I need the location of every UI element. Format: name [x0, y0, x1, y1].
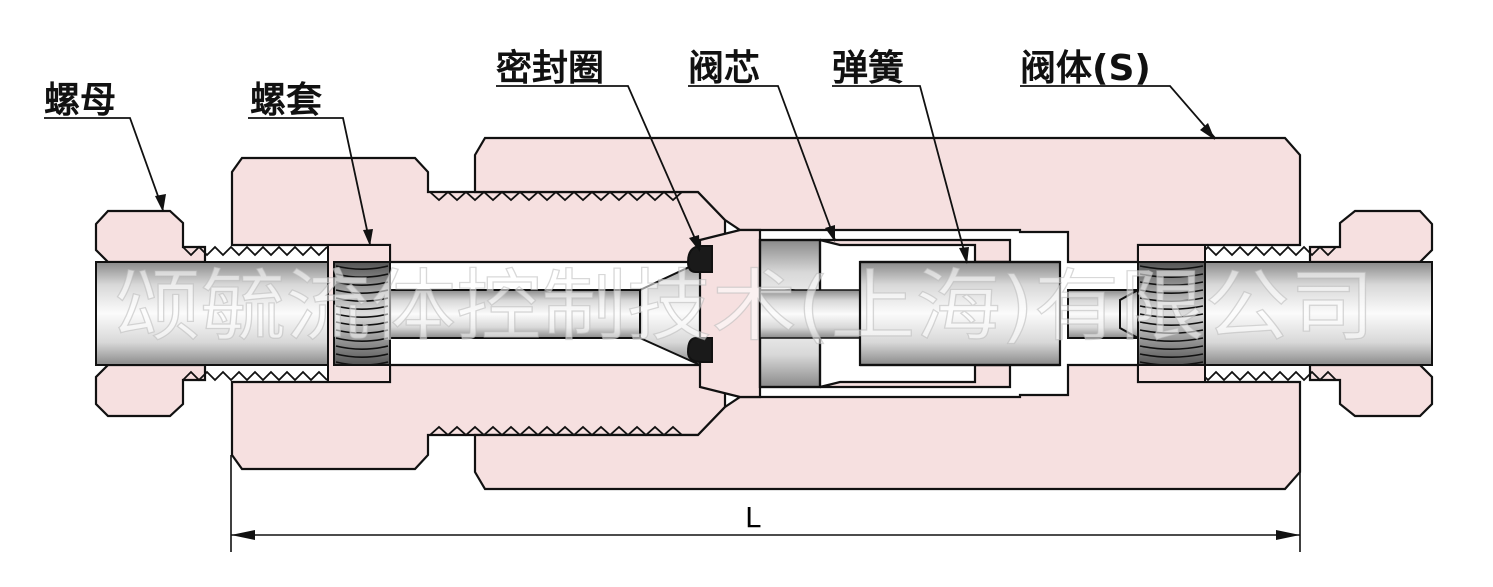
label-nut: 螺母	[44, 80, 116, 121]
spring	[858, 260, 1062, 367]
right-sleeve	[1119, 244, 1206, 383]
body-thread-bottom	[429, 425, 683, 437]
right-sleeve-thread-line	[1139, 273, 1204, 278]
left-sleeve-thread-line	[335, 305, 389, 310]
label-valve-body: 阀体(S)	[1020, 48, 1151, 89]
right-sleeve-thread-line	[1139, 313, 1204, 318]
left-sleeve-thread-line	[335, 273, 389, 278]
left-sleeve-thread-line	[335, 297, 389, 302]
label-spring: 弹簧	[832, 48, 904, 89]
label-valve-core: 阀芯	[688, 48, 760, 89]
body-thread-top	[429, 190, 683, 202]
dimension-label-l: L	[745, 501, 761, 534]
left-nut	[94, 209, 207, 418]
left-sleeve-thread-line	[335, 281, 389, 286]
left-nut-thread-top	[182, 245, 328, 257]
right-sleeve-thread-line	[1139, 297, 1204, 302]
dimension-length	[230, 455, 1301, 552]
left-sleeve-thread-line	[335, 313, 389, 318]
left-sleeve-thread-line	[335, 289, 389, 294]
right-sleeve-thread-line	[1139, 353, 1204, 358]
right-sleeve-thread-line	[1139, 289, 1204, 294]
valve-core	[698, 228, 1012, 399]
leader-arrowheads	[155, 123, 1215, 264]
left-sleeve-thread-line	[335, 345, 389, 350]
leader-lines	[44, 85, 1216, 263]
right-sleeve-thread-line	[1139, 337, 1204, 342]
right-sleeve-thread-line	[1139, 265, 1204, 270]
valve-body	[473, 136, 1302, 491]
label-seal-ring: 密封圈	[496, 47, 604, 89]
left-sleeve-thread-line	[335, 353, 389, 358]
left-sleeve-thread-line	[335, 321, 389, 326]
right-sleeve-thread-line	[1139, 345, 1204, 350]
right-sleeve-thread-line	[1139, 305, 1204, 310]
right-sleeve-thread-line	[1139, 361, 1204, 366]
company-watermark: 颂毓流体控制技术(上海)有限公司	[115, 262, 1375, 352]
left-sleeve-thread-line	[335, 329, 389, 334]
right-nut	[1308, 209, 1434, 418]
left-nut-thread-bottom	[182, 370, 328, 382]
left-sleeve-thread-line	[335, 265, 389, 270]
seal-rings	[686, 245, 713, 363]
left-sleeve-thread-line	[335, 337, 389, 342]
right-sleeve-thread-line	[1139, 329, 1204, 334]
left-sleeve	[327, 244, 391, 383]
right-sleeve-thread-line	[1139, 321, 1204, 326]
left-sleeve-thread-line	[335, 361, 389, 366]
left-body	[230, 156, 727, 471]
right-sleeve-thread-line	[1139, 281, 1204, 286]
label-sleeve: 螺套	[250, 80, 322, 121]
